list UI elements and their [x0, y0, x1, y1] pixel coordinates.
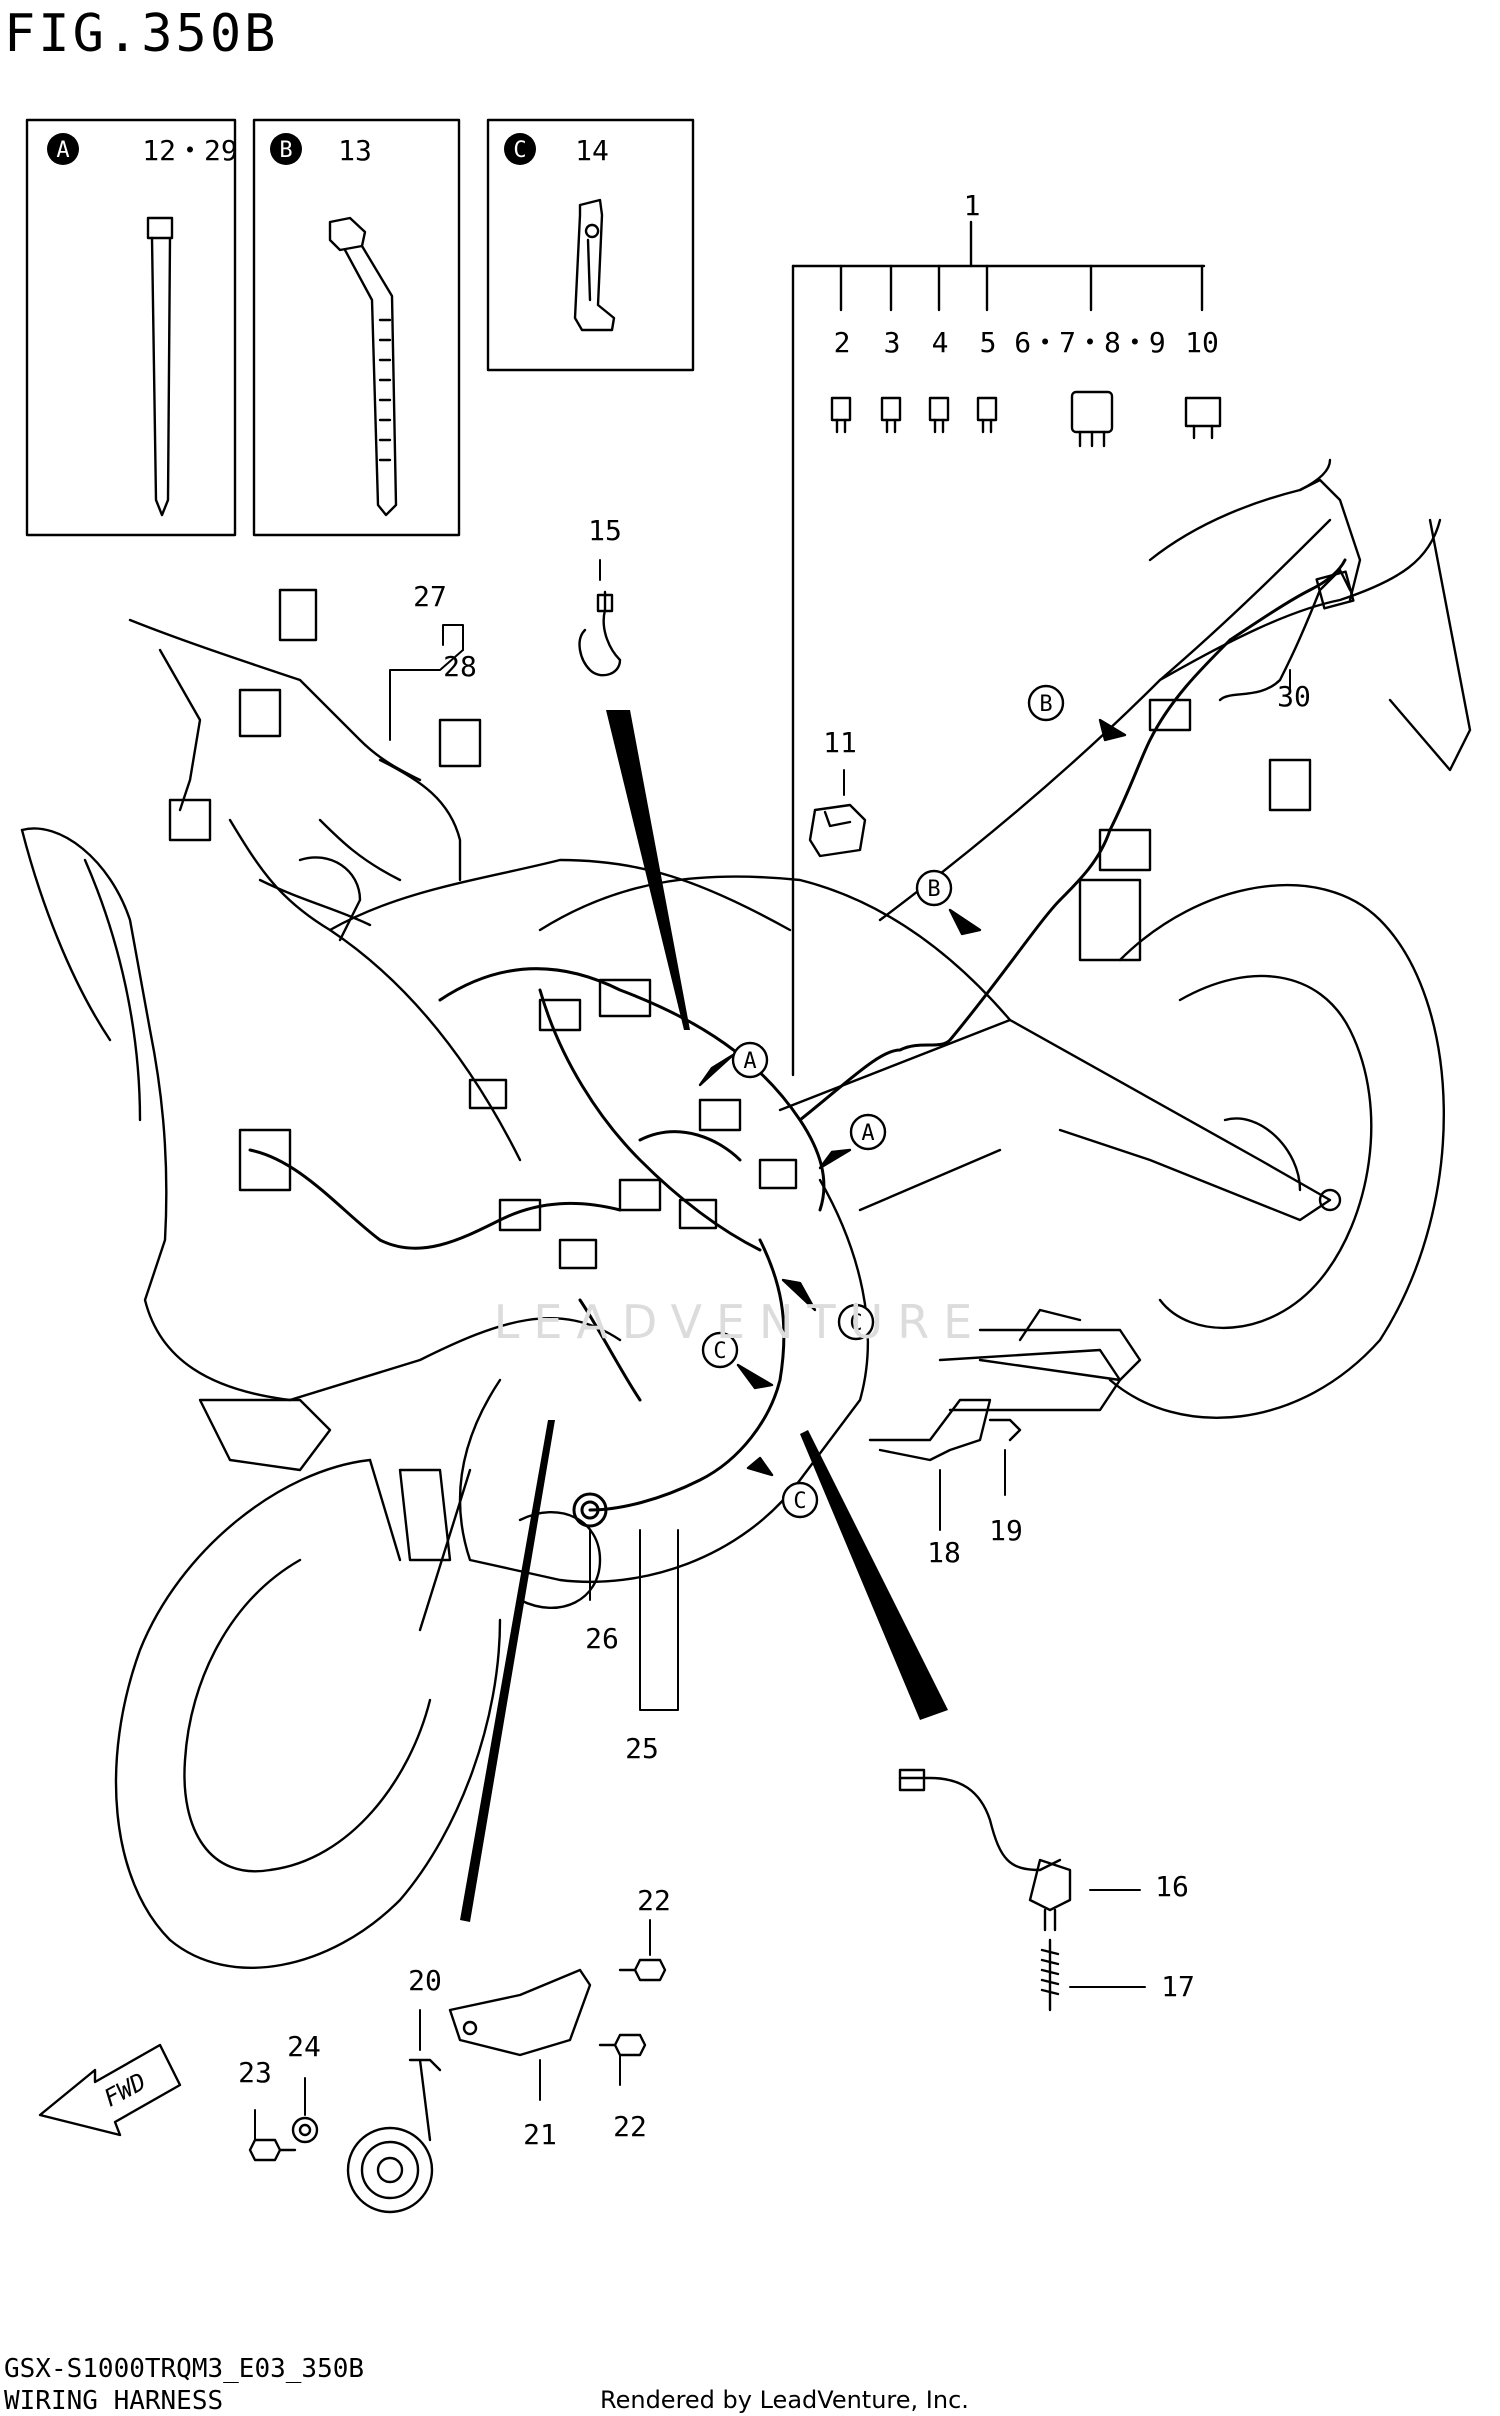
marker-c: C — [781, 1481, 819, 1519]
svg-text:A: A — [743, 1049, 756, 1074]
callout-26: 26 — [585, 1622, 619, 1655]
callout-11: 11 — [823, 726, 857, 759]
callout-20: 20 — [408, 1964, 442, 1997]
callout-30: 30 — [1277, 680, 1311, 713]
fuse-icon — [928, 396, 950, 434]
callout-16: 16 — [1155, 1870, 1189, 1903]
callout-17: 17 — [1161, 1970, 1195, 2003]
marker-b: B — [915, 869, 953, 907]
callout-10: 10 — [1185, 326, 1219, 359]
marker-b: B — [1027, 684, 1065, 722]
bolt-icon — [618, 1958, 667, 1982]
callout-24: 24 — [287, 2030, 321, 2063]
watermark: LEADVENTURE — [494, 1295, 987, 1349]
sensor-switch-icon — [898, 1768, 1072, 2012]
callout-22: 22 — [637, 1884, 671, 1917]
svg-text:B: B — [279, 138, 292, 163]
callout-12-29: 12・29 — [142, 134, 237, 167]
sub-harness-27 — [128, 588, 482, 882]
callout-2: 2 — [834, 326, 851, 359]
callout-14: 14 — [575, 134, 609, 167]
sub-harness-30 — [1218, 568, 1355, 702]
washer-icon — [291, 2116, 319, 2144]
fwd-arrow-icon — [38, 2043, 182, 2137]
fuse-icon — [976, 396, 998, 434]
crank-sensor-icon — [868, 1398, 1022, 1462]
bolt-icon — [598, 2033, 647, 2057]
callout-27: 27 — [413, 580, 447, 613]
callout-22: 22 — [613, 2110, 647, 2143]
callout-28: 28 — [443, 650, 477, 683]
diagram-code: GSX-S1000TRQM3_E03_350B — [4, 2354, 365, 2384]
inset-marker-b: B — [270, 133, 302, 165]
pointer-wedge — [460, 710, 948, 1922]
motorcycle-outline — [20, 458, 1472, 1969]
callout-25: 25 — [625, 1732, 659, 1765]
svg-text:A: A — [861, 1121, 874, 1146]
diagram-name: WIRING HARNESS — [4, 2386, 224, 2416]
relay-icon — [1070, 390, 1114, 448]
marker-c: C — [837, 1303, 875, 1341]
inset-marker-a: A — [47, 133, 79, 165]
callout-19: 19 — [989, 1514, 1023, 1547]
callout-15: 15 — [588, 514, 622, 547]
callout-6-7-8-9: 6・7・8・9 — [1014, 326, 1165, 359]
clamp-band-icon — [328, 216, 398, 517]
direction-arrow — [698, 718, 1127, 1477]
callout-18: 18 — [927, 1536, 961, 1569]
callout-5: 5 — [980, 326, 997, 359]
svg-text:B: B — [1039, 692, 1052, 717]
svg-text:C: C — [713, 1339, 726, 1364]
marker-a: A — [849, 1113, 887, 1151]
connector-11-icon — [808, 803, 867, 858]
marker-c: C — [701, 1331, 739, 1369]
main-fuse-icon — [1184, 396, 1222, 440]
fuse-icon — [880, 396, 902, 434]
figure-title: FIG.350B — [4, 4, 279, 64]
callout-3: 3 — [884, 326, 901, 359]
horn-bracket-icon — [448, 1968, 592, 2057]
inset-box-b — [252, 118, 461, 537]
callout-23: 23 — [238, 2056, 272, 2089]
inset-box-a — [25, 118, 237, 537]
horn-icon — [346, 2058, 442, 2214]
svg-text:C: C — [513, 138, 526, 163]
callout-1: 1 — [964, 189, 981, 222]
ground-wire-icon — [578, 590, 622, 677]
inset-box-c — [486, 118, 695, 372]
callout-4: 4 — [932, 326, 949, 359]
cable-tie-icon — [146, 216, 174, 517]
marker-a: A — [731, 1041, 769, 1079]
svg-text:C: C — [849, 1311, 862, 1336]
inset-marker-c: C — [504, 133, 536, 165]
harness-connector — [238, 698, 1312, 1270]
callout-13: 13 — [338, 134, 372, 167]
svg-text:C: C — [793, 1489, 806, 1514]
callout-21: 21 — [523, 2118, 557, 2151]
svg-text:B: B — [927, 877, 940, 902]
bolt-icon — [248, 2138, 297, 2162]
svg-text:A: A — [56, 138, 69, 163]
fuse-icon — [830, 396, 852, 434]
clamp-icon — [573, 198, 616, 332]
render-credit: Rendered by LeadVenture, Inc. — [600, 2386, 969, 2414]
main-harness — [248, 558, 1347, 1528]
